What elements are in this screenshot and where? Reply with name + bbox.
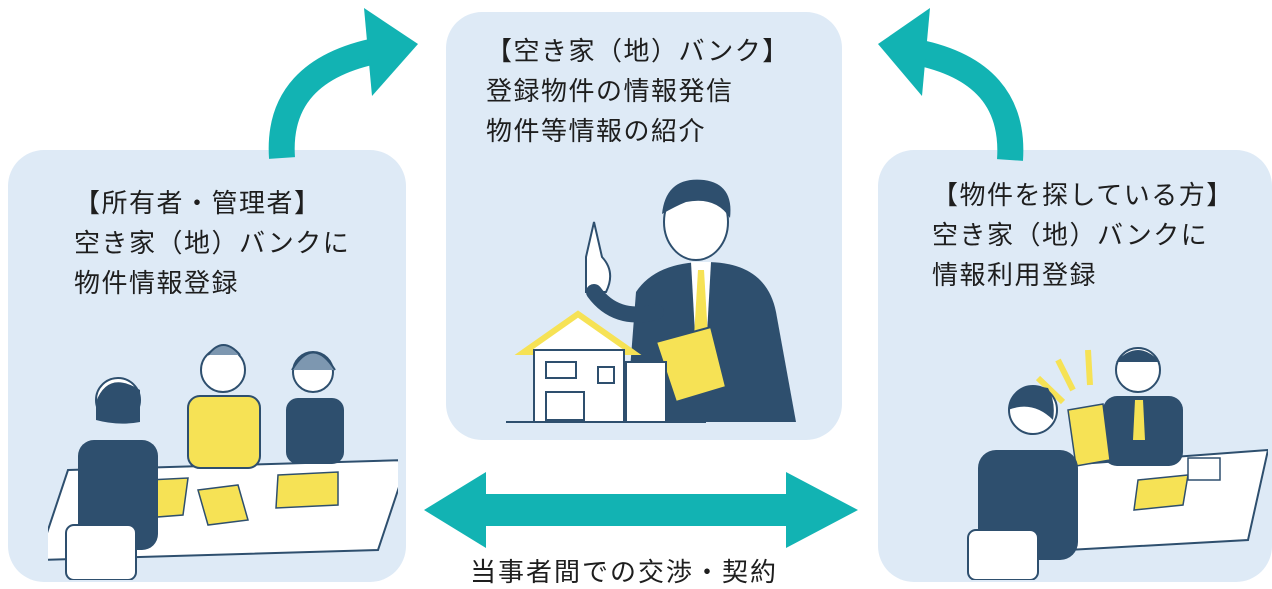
curved-up-arrow-icon [268,8,418,159]
bank-agent-illustration [506,179,796,423]
seeker-consultation-illustration [967,347,1268,580]
negotiation-label: 当事者間での交渉・契約 [470,558,779,588]
curved-up-arrow-icon [878,8,1024,161]
bank-panel-text: 【空き家（地）バンク】 登録物件の情報発信 物件等情報の紹介 [486,32,790,152]
owner-panel-text: 【所有者・管理者】 空き家（地）バンクに 物件情報登録 [74,184,350,304]
owner-line-1: 空き家（地）バンクに [74,229,351,259]
seeker-title: 【物件を探している方】 [932,181,1234,211]
bank-line-2: 物件等情報の紹介 [486,117,707,147]
owner-meeting-illustration [48,344,398,580]
seeker-line-1: 空き家（地）バンクに [932,221,1209,251]
double-headed-arrow-icon [424,472,858,548]
seeker-panel-text: 【物件を探している方】 空き家（地）バンクに 情報利用登録 [932,176,1234,296]
owner-line-2: 物件情報登録 [74,269,240,299]
seeker-panel: 【物件を探している方】 空き家（地）バンクに 情報利用登録 [878,150,1272,582]
owner-title: 【所有者・管理者】 [74,189,322,219]
bank-title: 【空き家（地）バンク】 [486,37,790,67]
owner-panel: 【所有者・管理者】 空き家（地）バンクに 物件情報登録 [8,150,406,582]
bank-panel: 【空き家（地）バンク】 登録物件の情報発信 物件等情報の紹介 [446,12,842,440]
bank-line-1: 登録物件の情報発信 [486,77,734,107]
seeker-line-2: 情報利用登録 [932,261,1098,291]
